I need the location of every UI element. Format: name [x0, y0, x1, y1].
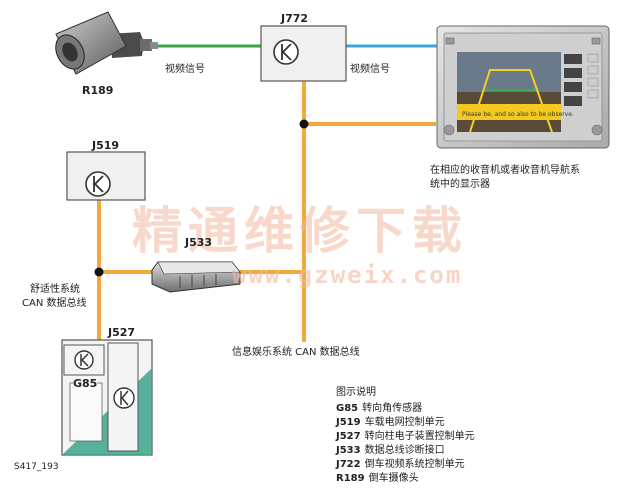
label-j527: J527 — [108, 326, 136, 339]
label-comfort-can-1: 舒适性系统 — [30, 284, 80, 295]
label-display-caption-1: 在相应的收音机或者收音机导航系 — [430, 165, 580, 176]
junction-dot-comfort — [94, 267, 104, 277]
display-warning-text: Please be, and so also to be observe. — [462, 111, 574, 118]
watermark-chinese: 精通维修下载 — [132, 202, 468, 260]
module-j527-box — [61, 339, 153, 456]
watermark-url: www.gzweix.com — [232, 261, 463, 289]
figure-id: S417_193 — [14, 462, 59, 472]
label-comfort-can-2: CAN 数据总线 — [22, 298, 87, 309]
junction-dot-j772 — [299, 119, 309, 129]
camera-r189-graphic — [55, 11, 158, 75]
label-j533: J533 — [185, 236, 213, 249]
label-g85: G85 — [73, 377, 98, 390]
label-video-signal-right: 视频信号 — [350, 64, 390, 75]
module-j519-box — [66, 151, 146, 201]
label-display-caption-2: 统中的显示器 — [430, 179, 490, 190]
display-unit-graphic — [436, 25, 610, 149]
legend-title: 图示说明 — [336, 387, 376, 398]
label-r189: R189 — [82, 84, 114, 97]
label-video-signal-left: 视频信号 — [165, 64, 205, 75]
module-j772-box — [260, 25, 347, 82]
label-j519: J519 — [92, 139, 120, 152]
label-infotainment-can: 信息娱乐系统 CAN 数据总线 — [232, 347, 360, 358]
module-j533-graphic — [151, 261, 241, 293]
label-j772: J772 — [281, 12, 309, 25]
